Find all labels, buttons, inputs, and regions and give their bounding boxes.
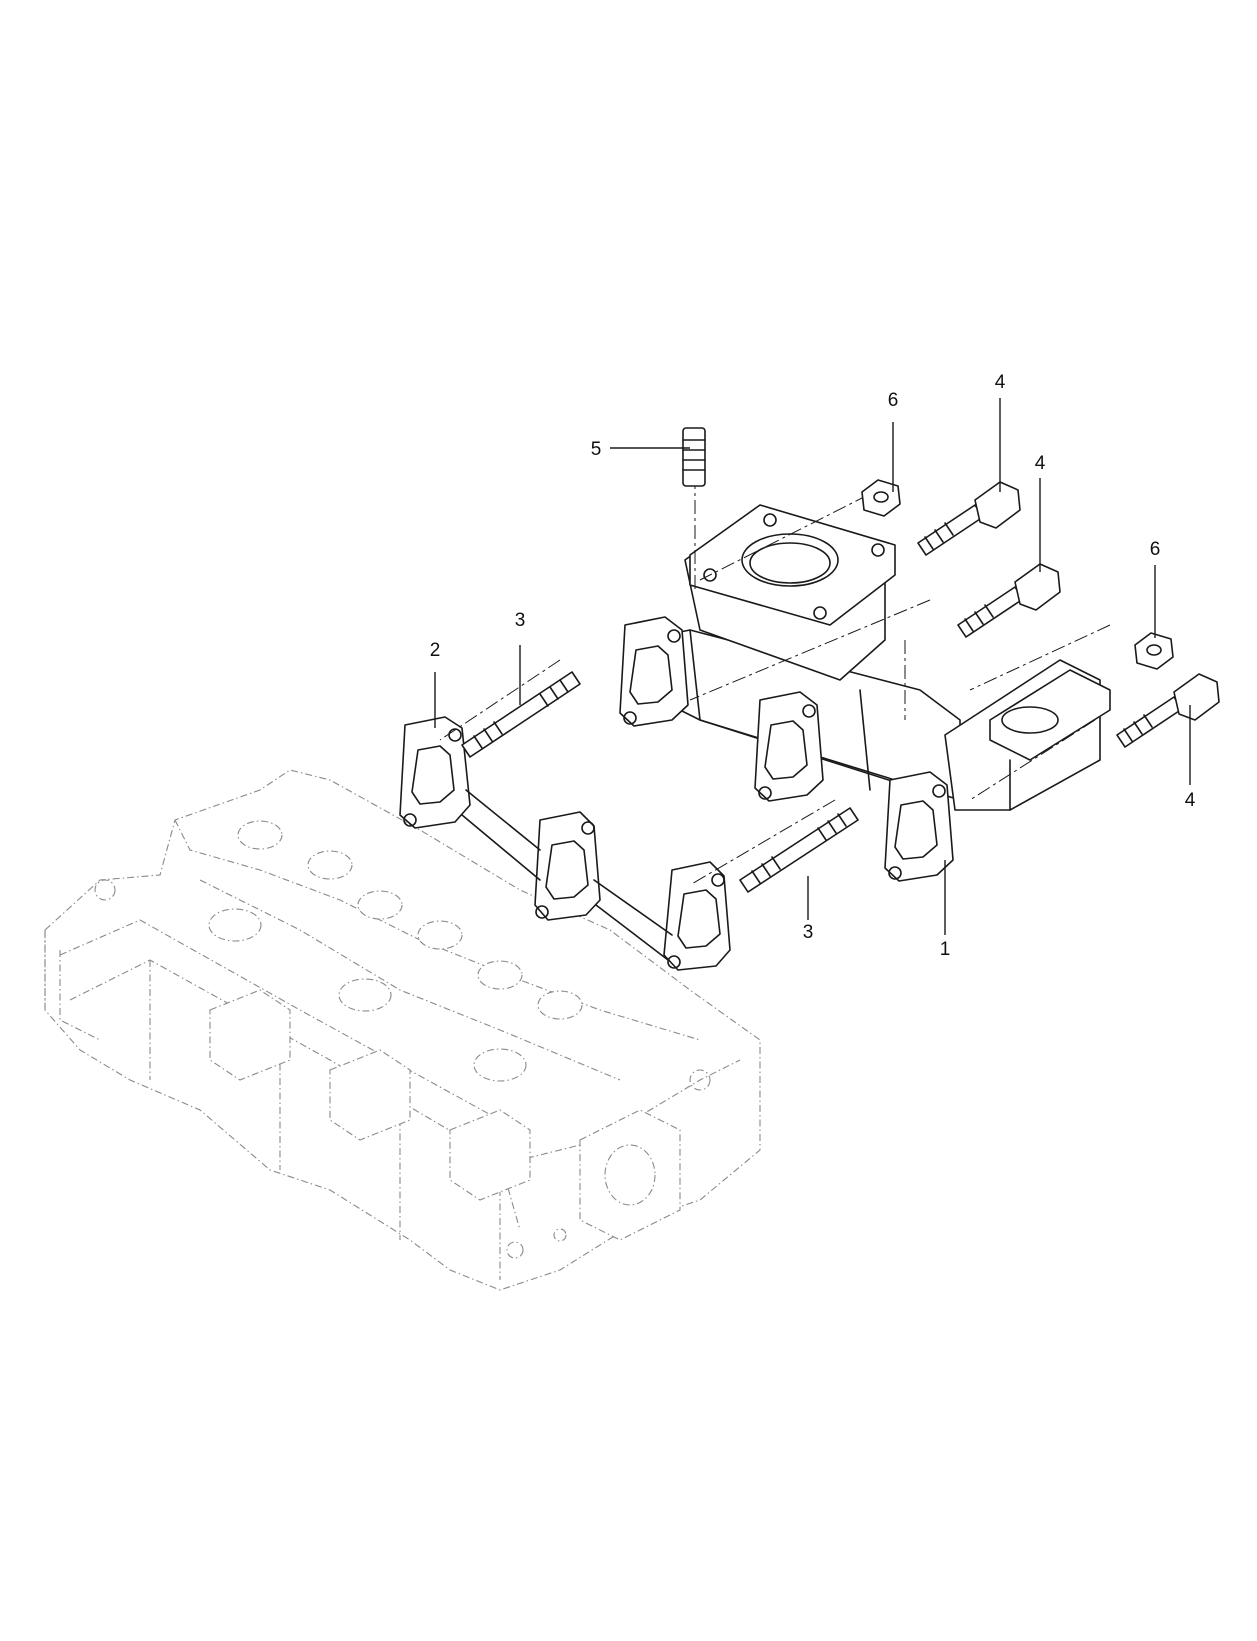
bolt-item-4-top <box>917 481 1021 556</box>
callout-4a: 4 <box>995 372 1006 393</box>
gasket <box>399 716 731 971</box>
callout-3b: 3 <box>803 922 814 943</box>
nut-item-6-lower <box>1134 632 1174 670</box>
callout-4b: 4 <box>1035 453 1046 474</box>
callout-6b: 6 <box>1150 539 1161 560</box>
callout-2: 2 <box>430 640 441 661</box>
callout-3a: 3 <box>515 610 526 631</box>
callout-4c: 4 <box>1185 790 1196 811</box>
assembly-center-lines <box>439 450 1111 886</box>
cylinder-head-phantom <box>44 769 761 1291</box>
callout-leaders <box>434 398 1191 935</box>
stud-item-5 <box>682 427 706 487</box>
nut-item-6-upper <box>861 479 901 517</box>
callout-5: 5 <box>591 439 602 460</box>
callout-labels: 5 6 4 4 6 4 3 2 1 3 <box>430 372 1196 960</box>
exhaust-manifold <box>619 504 1111 882</box>
callout-6a: 6 <box>888 390 899 411</box>
bolt-item-4-middle <box>957 563 1061 638</box>
callout-1: 1 <box>940 939 951 960</box>
bolt-item-4-lower <box>1116 673 1220 748</box>
stud-item-3-upper <box>461 671 581 758</box>
stud-item-3-lower <box>739 807 859 893</box>
